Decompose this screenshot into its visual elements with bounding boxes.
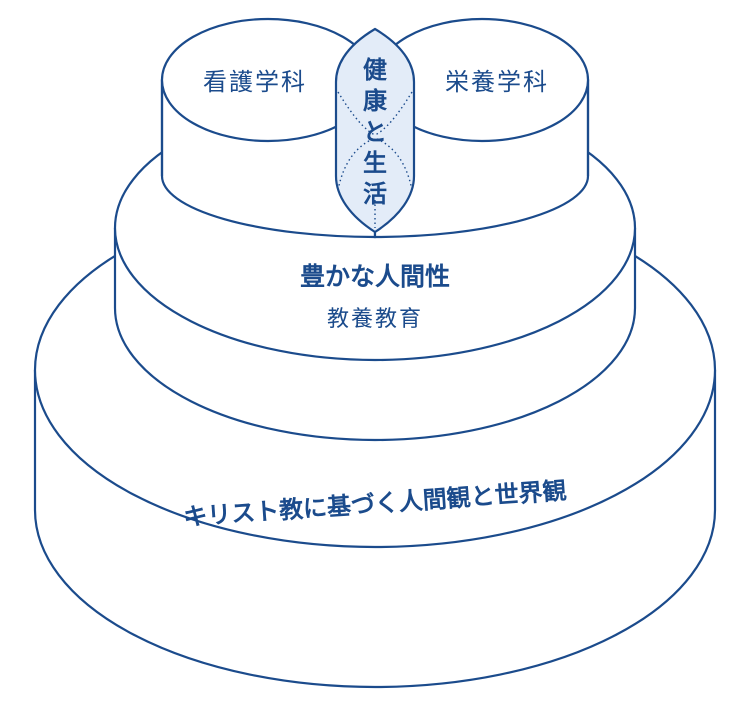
overlap-char: 活 xyxy=(363,180,387,208)
middle-tier-subtitle: 教養教育 xyxy=(327,307,423,332)
top-tier: 看護学科 栄養学科 健 康 と 生 活 xyxy=(160,17,590,239)
overlap-dotted-lines xyxy=(337,91,413,228)
overlap-char: 生 xyxy=(363,149,387,177)
overlap-char: 健 xyxy=(363,56,387,84)
nursing-dept-label: 看護学科 xyxy=(203,68,307,96)
nutrition-dept-label: 栄養学科 xyxy=(445,68,549,96)
overlap-char: 康 xyxy=(363,87,388,115)
overlap-label: 健 康 と 生 活 xyxy=(363,56,388,208)
overlap-char: と xyxy=(363,118,387,146)
middle-tier-title: 豊かな人間性 xyxy=(300,262,450,291)
overlap-region xyxy=(334,27,416,234)
